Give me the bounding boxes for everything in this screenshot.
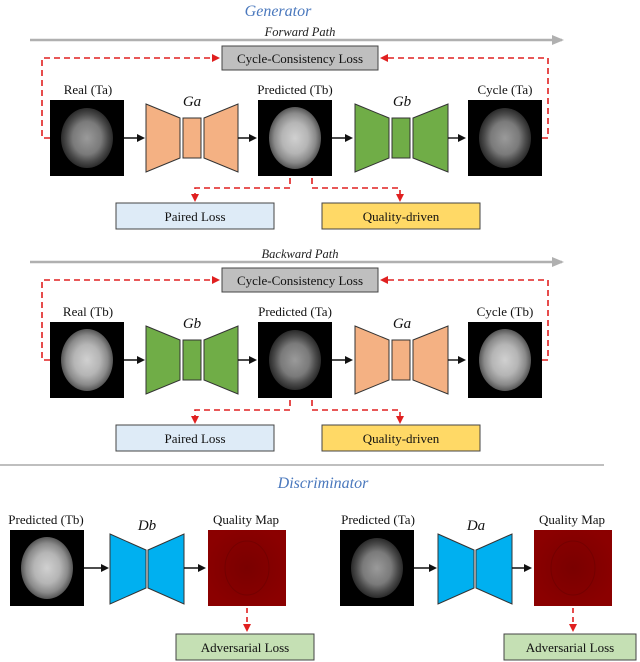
backward-pred-to-quality-dashed [311, 400, 404, 424]
forward-cycle-brain [479, 108, 531, 168]
disc-left-adv-loss-label: Adversarial Loss [201, 640, 289, 655]
disc-right-group: Predicted (Ta) Da Quality Map Adversaria… [340, 512, 637, 661]
forward-paired-loss-box [115, 202, 275, 230]
forward-real-label: Real (Ta) [64, 82, 113, 97]
forward-paired-loss-label: Paired Loss [164, 209, 225, 224]
disc-right-map-label: Quality Map [539, 512, 605, 527]
forward-cycle-loss-label: Cycle-Consistency Loss [237, 51, 363, 66]
backward-gen1-shape [145, 325, 239, 395]
disc-right-pred-brain [351, 538, 403, 598]
backward-real-label: Real (Tb) [63, 304, 113, 319]
backward-cycle-to-cycle-dashed [380, 276, 549, 361]
backward-quality-loss-box [321, 424, 481, 452]
disc-left-adv-loss-box [175, 633, 315, 661]
forward-gen1-shape [145, 103, 239, 173]
backward-paired-loss-box [115, 424, 275, 452]
backward-gen2-shape [354, 325, 449, 395]
disc-right-map-texture [550, 540, 596, 596]
disc-left-map-texture [224, 540, 270, 596]
disc-right-quality-map [534, 530, 612, 606]
forward-cycle-loss-box [221, 45, 379, 71]
forward-pred-brain [269, 107, 321, 169]
backward-quality-loss-label: Quality-driven [363, 431, 440, 446]
backward-paired-loss-label: Paired Loss [164, 431, 225, 446]
disc-left-group: Predicted (Tb) Db Quality Map Adversaria… [8, 512, 315, 661]
forward-gen2-shape [354, 103, 449, 173]
backward-cycle-loss-label: Cycle-Consistency Loss [237, 273, 363, 288]
backward-pred-brain [269, 330, 321, 390]
forward-quality-loss-label: Quality-driven [363, 209, 440, 224]
disc-left-pred-label: Predicted (Tb) [8, 512, 83, 527]
forward-pred-label: Predicted (Tb) [257, 82, 332, 97]
disc-right-pred-label: Predicted (Ta) [341, 512, 415, 527]
generator-header: Generator [245, 3, 312, 20]
disc-right-disc-shape [437, 533, 513, 605]
disc-right-adv-loss-box [503, 633, 637, 661]
forward-gen2-label: Gb [393, 94, 412, 110]
forward-gen1-label: Ga [183, 94, 201, 110]
forward-cycle-label: Cycle (Ta) [477, 82, 532, 97]
backward-gen1-label: Gb [183, 316, 202, 332]
forward-cycle-to-cycle-dashed [380, 54, 549, 139]
forward-pred-to-quality-dashed [311, 178, 404, 202]
backward-cycle-brain [479, 329, 531, 391]
forward-real-to-cycle-dashed [41, 54, 220, 139]
forward-real-brain [61, 108, 113, 168]
disc-right-disc-label: Da [466, 518, 485, 534]
backward-pred-label: Predicted (Ta) [258, 304, 332, 319]
forward-pred-to-paired-dashed [191, 178, 291, 202]
forward-quality-loss-box [321, 202, 481, 230]
disc-left-pred-brain [21, 537, 73, 599]
discriminator-header: Discriminator [277, 475, 369, 492]
disc-right-adv-loss-label: Adversarial Loss [526, 640, 614, 655]
forward-path-group: Forward Path Cycle-Consistency Loss Real… [30, 25, 564, 230]
disc-left-map-label: Quality Map [213, 512, 279, 527]
backward-pred-to-paired-dashed [191, 400, 291, 424]
disc-left-disc-shape [109, 533, 185, 605]
backward-path-label: Backward Path [262, 247, 339, 261]
backward-cycle-loss-box [221, 267, 379, 293]
backward-real-brain [61, 329, 113, 391]
disc-left-quality-map [208, 530, 286, 606]
backward-cycle-label: Cycle (Tb) [477, 304, 534, 319]
backward-gen2-label: Ga [393, 316, 411, 332]
forward-path-label: Forward Path [264, 25, 336, 39]
disc-left-disc-label: Db [137, 518, 157, 534]
backward-path-group: Backward Path Cycle-Consistency Loss Rea… [30, 247, 564, 452]
backward-real-to-cycle-dashed [41, 276, 220, 361]
